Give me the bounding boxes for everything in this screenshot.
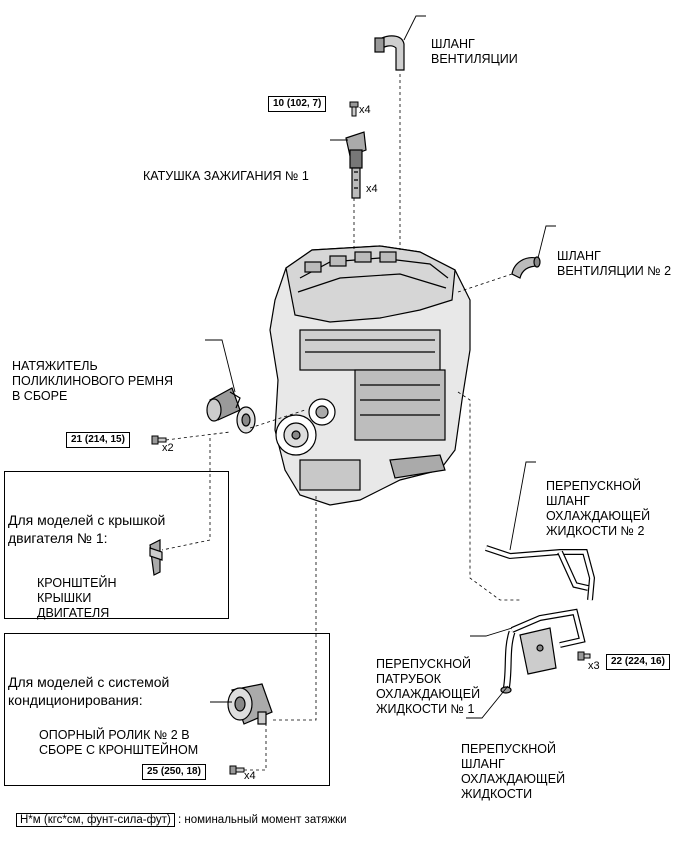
qty-tensioner-bolt: x2 <box>162 442 174 454</box>
box-engine-cover-models <box>4 471 229 619</box>
torque-legend: Н*м (кгс*см, фунт-сила-фут) : номинальны… <box>16 813 347 827</box>
qty-coil-bolt: x4 <box>359 104 371 116</box>
torque-pipe-bolt: 22 (224, 16) <box>606 654 670 670</box>
torque-coil-bolt: 10 (102, 7) <box>268 96 327 112</box>
legend-text: : номинальный момент затяжки <box>177 814 347 826</box>
bracket-part <box>149 539 163 576</box>
bypass-hose-part <box>500 630 516 694</box>
pipe-bolt-part <box>577 651 591 661</box>
coil-bolt-part <box>349 101 359 117</box>
qty-ignition-coil: x4 <box>366 183 378 195</box>
bypass-pipe-1-part <box>510 608 586 675</box>
leader-lines <box>205 15 556 719</box>
torque-tensioner-bolt: 21 (214, 15) <box>66 432 130 448</box>
torque-idler-bolt: 25 (250, 18) <box>142 764 206 780</box>
legend-unit-box: Н*м (кгс*см, фунт-сила-фут) <box>16 813 175 827</box>
engine-illustration <box>269 245 471 506</box>
ventilation-hose-part <box>374 35 405 71</box>
qty-pipe-bolt: x3 <box>588 660 600 672</box>
dashed-lines <box>161 74 520 771</box>
ventilation-hose-2-part <box>511 256 541 279</box>
idler-pulley-part <box>227 683 273 725</box>
box-ac-models <box>4 633 330 786</box>
tensioner-part <box>206 387 256 434</box>
qty-idler-bolt: x4 <box>244 770 256 782</box>
ignition-coil-part <box>345 131 367 199</box>
label-ignition-coil: КАТУШКА ЗАЖИГАНИЯ № 1 <box>143 169 309 183</box>
bypass-hose-2-part <box>485 545 596 601</box>
